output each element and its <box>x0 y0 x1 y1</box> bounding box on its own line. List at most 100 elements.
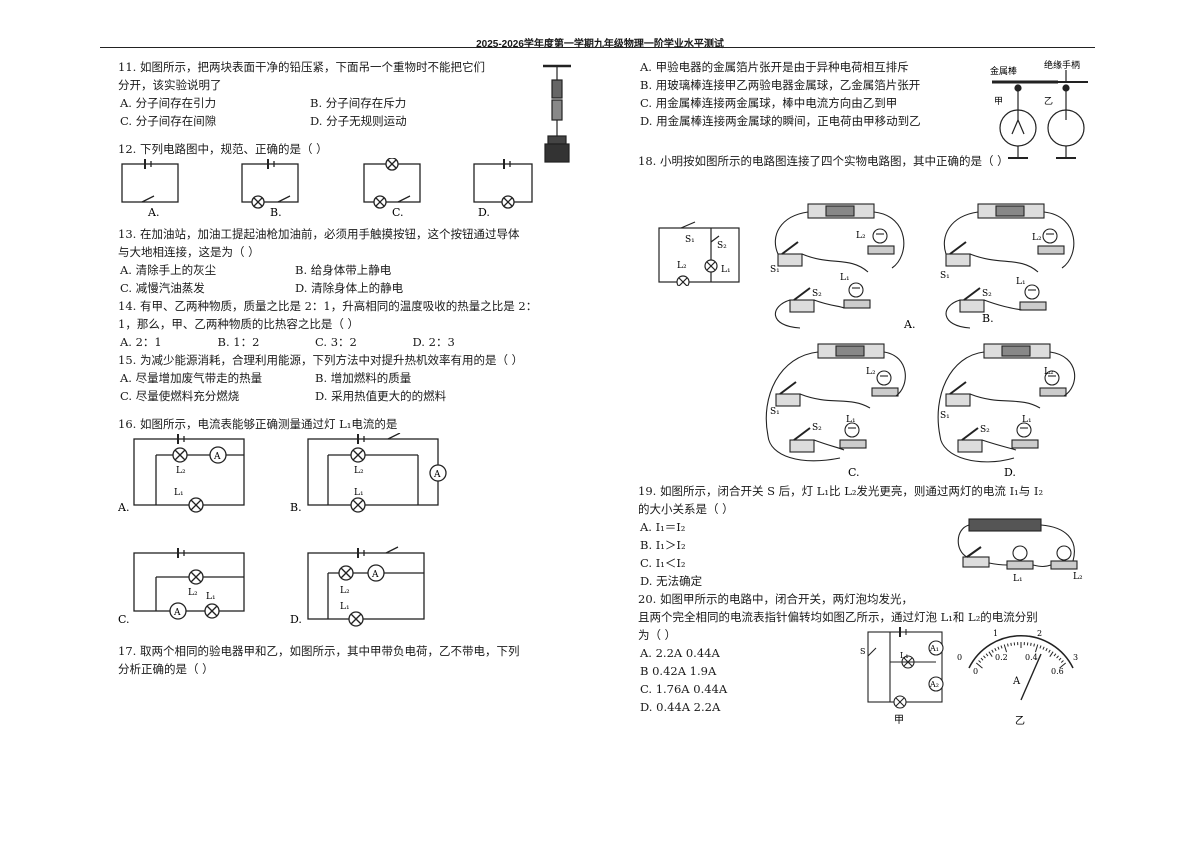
dial-top-1: 1 <box>993 629 998 638</box>
q16-label-b: B. <box>290 501 302 514</box>
q18-circuit-d <box>937 343 1076 463</box>
dial-bot-2: 0.4 <box>1025 653 1038 662</box>
q18a-l1: L₁ <box>840 273 850 283</box>
q20-stem-line3: 为（ ） <box>638 628 677 642</box>
q20-l1: L₁ <box>900 651 909 660</box>
q16c-l2: L₂ <box>188 588 198 598</box>
q20-option-c[interactable]: C. 1.76A 0.44A <box>640 682 728 696</box>
q17-option-a[interactable]: A. 甲验电器的金属箔片张开是由于异种电荷相互排斥 <box>640 60 909 74</box>
q19-option-a[interactable]: A. I₁＝I₂ <box>640 520 686 534</box>
q18b-s1: S₁ <box>940 271 950 281</box>
q11-stem-line2: 分开，该实验说明了 <box>118 78 222 92</box>
dial-tick <box>1049 651 1054 657</box>
q14-option-d[interactable]: D. 2：3 <box>412 335 455 349</box>
dial-tick <box>1039 645 1042 649</box>
q15-option-c[interactable]: C. 尽量使燃料充分燃烧 <box>120 389 240 403</box>
q13-option-d[interactable]: D. 清除身体上的静电 <box>295 281 404 295</box>
q19-stem-line1: 19. 如图所示，闭合开关 S 后，灯 L₁比 L₂发光更亮，则通过两灯的电流 … <box>638 484 1044 498</box>
dial-tick <box>1003 644 1008 653</box>
q14-stem-line1: 14. 有甲、乙两种物质，质量之比是 2：1，升高相同的温度吸收的热量之比是 2… <box>118 299 538 313</box>
q16-circuit-c <box>133 548 245 620</box>
q12-label-a: A. <box>147 206 159 218</box>
q16-circuit-b <box>307 432 447 513</box>
q17-label-rod: 金属棒 <box>990 65 1017 77</box>
q16b-l2: L₂ <box>354 466 364 476</box>
dial-bot-0: 0 <box>973 667 978 676</box>
q14-option-b[interactable]: B. 1：2 <box>217 335 260 349</box>
q17-option-d[interactable]: D. 用金属棒连接两金属球的瞬间，正电荷由甲移动到乙 <box>640 114 921 128</box>
q19-option-d[interactable]: D. 无法确定 <box>640 574 703 588</box>
q18d-l1: L₁ <box>1022 415 1032 425</box>
q17-options: A. 甲验电器的金属箔片张开是由于异种电荷相互排斥 B. 用玻璃棒连接甲乙两验电… <box>638 58 978 130</box>
dial-tick <box>1059 662 1067 669</box>
q18-label-d: D. <box>1004 466 1016 479</box>
q14-option-c[interactable]: C. 3：2 <box>315 335 357 349</box>
q11-option-b[interactable]: B. 分子间存在斥力 <box>310 96 407 110</box>
q12-circuit-diagrams: A. B. C. D. <box>121 157 533 219</box>
q18c-s1: S₁ <box>770 407 780 417</box>
dial-tick <box>1056 655 1059 659</box>
q19-option-b[interactable]: B. I₁＞I₂ <box>640 538 686 552</box>
q14-option-a[interactable]: A. 2：1 <box>120 335 162 349</box>
q11-option-d[interactable]: D. 分子无规则运动 <box>310 114 407 128</box>
dial-tick <box>1042 646 1045 650</box>
q19-l2: L₂ <box>1073 572 1083 582</box>
dial-tick <box>1007 643 1009 647</box>
q11-option-c[interactable]: C. 分子间存在间隙 <box>120 114 217 128</box>
q16d-l1: L₁ <box>340 602 350 612</box>
left-column: 11. 如图所示，把两块表面干净的铅压紧，下面吊一个重物时不能把它们 分开，该实… <box>117 58 588 678</box>
q13-option-b[interactable]: B. 给身体带上静电 <box>295 263 392 277</box>
q20-stem-line1: 20. 如图甲所示的电路中，闭合开关，两灯泡均发光， <box>638 592 913 606</box>
q16a-ammeter: A <box>213 452 221 462</box>
q18d-s2: S₂ <box>980 425 990 435</box>
q15-option-d[interactable]: D. 采用热值更大的的燃料 <box>315 389 447 403</box>
q19-circuit-figure: L₁ L₂ <box>957 518 1083 584</box>
dial-top-0: 0 <box>957 653 962 662</box>
question-13: 13. 在加油站，加油工提起油枪加油前，必须用手触摸按钮，这个按钮通过导体 与大… <box>118 225 588 297</box>
page-header: 2025-2026学年度第一学期九年级物理一阶学业水平测试 <box>476 39 724 50</box>
dial-tick <box>975 662 983 669</box>
q20-a1: A₁ <box>929 644 939 653</box>
q18-schem-l1: L₁ <box>721 265 731 275</box>
q20-option-d[interactable]: D. 0.44A 2.2A <box>640 700 721 714</box>
q11-option-a[interactable]: A. 分子间存在引力 <box>120 96 217 110</box>
q20-fig-jia-label: 甲 <box>894 715 904 726</box>
q18d-l2: L₂ <box>1044 367 1054 377</box>
q15-option-b[interactable]: B. 增加燃料的质量 <box>315 371 412 385</box>
dial-tick <box>988 651 993 657</box>
q12-circuit-a <box>121 163 179 203</box>
q20-option-b[interactable]: B 0.42A 1.9A <box>640 664 717 678</box>
q17-stem-line2: 分析正确的是（ ） <box>118 662 214 676</box>
q18-label-b: B. <box>982 312 994 325</box>
dial-tick <box>1053 653 1057 657</box>
q16d-l2: L₂ <box>340 586 350 596</box>
q18c-s2: S₂ <box>812 423 822 433</box>
q20-option-a[interactable]: A. 2.2A 0.44A <box>640 646 720 660</box>
q18a-s2: S₂ <box>812 289 822 299</box>
q16-label-d: D. <box>290 613 302 626</box>
q16c-l1: L₁ <box>206 592 216 602</box>
dial-unit: A <box>1012 676 1021 687</box>
right-column: A. 甲验电器的金属箔片张开是由于异种电荷相互排斥 B. 用玻璃棒连接甲乙两验电… <box>638 58 1093 170</box>
question-20: 20. 如图甲所示的电路中，闭合开关，两灯泡均发光， 且两个完全相同的电流表指针… <box>638 590 1093 716</box>
q17-option-c[interactable]: C. 用金属棒连接两金属球，棒中电流方向由乙到甲 <box>640 96 898 110</box>
q19-option-c[interactable]: C. I₁＜I₂ <box>640 556 686 570</box>
q18-circuit-b <box>943 203 1075 329</box>
q17-label-jia: 甲 <box>994 96 1003 107</box>
q15-option-a[interactable]: A. 尽量增加废气带走的热量 <box>120 371 263 385</box>
q16a-l2: L₂ <box>176 466 186 476</box>
dial-tick <box>994 648 997 652</box>
q20-fig-yi-label: 乙 <box>1015 715 1025 727</box>
q20-ammeter-dial: 0 1 2 3 0 0.2 0.4 0.6 A 乙 <box>957 629 1078 727</box>
q18d-s1: S₁ <box>940 411 950 421</box>
q17-label-yi: 乙 <box>1044 96 1053 107</box>
q12-label-d: D. <box>478 206 490 218</box>
q16-stem: 16. 如图所示，电流表能够正确测量通过灯 L₁电流的是 <box>118 417 398 431</box>
q18-label-a: A. <box>903 318 915 331</box>
q17-option-b[interactable]: B. 用玻璃棒连接甲乙两验电器金属球，乙金属箔片张开 <box>640 78 921 92</box>
q12-stem: 12. 下列电路图中，规范、正确的是（ ） <box>118 142 328 156</box>
dial-tick <box>980 657 984 661</box>
q13-option-a[interactable]: A. 清除手上的灰尘 <box>120 263 217 277</box>
q12-circuit-b <box>241 163 299 203</box>
q13-option-c[interactable]: C. 减慢汽油蒸发 <box>120 281 205 295</box>
